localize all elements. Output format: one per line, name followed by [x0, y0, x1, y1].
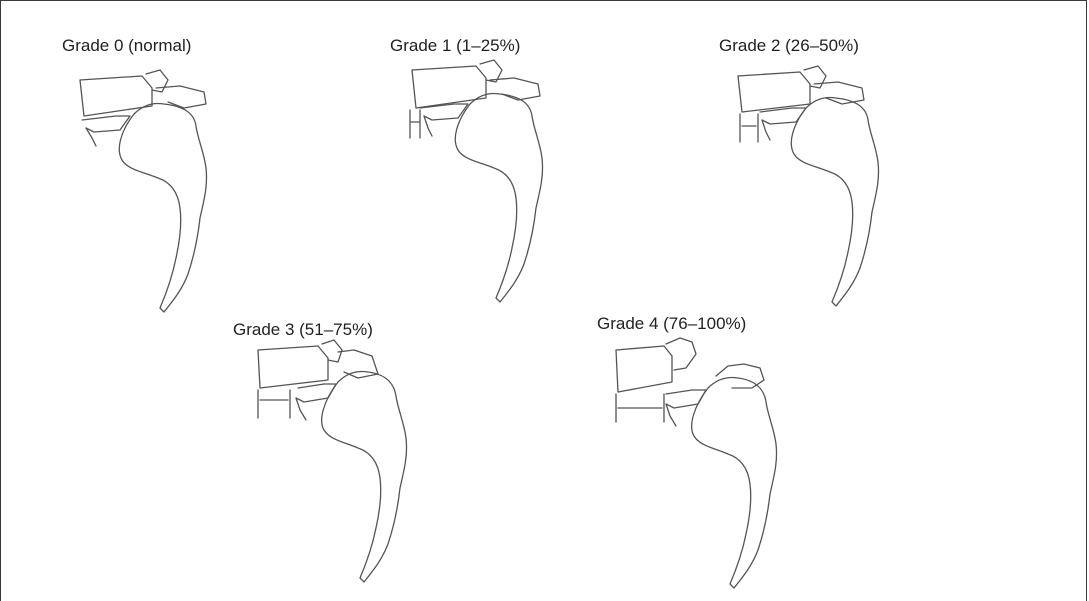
grade-1-spine-drawing	[409, 59, 544, 303]
grade-0-caption: Grade 0 (normal)	[62, 36, 192, 55]
grade-2-caption: Grade 2 (26–50%)	[719, 36, 859, 55]
grade-2-spine-drawing	[737, 65, 880, 307]
grade-4-spine-drawing	[615, 337, 778, 589]
grade-0-spine-drawing	[79, 69, 208, 313]
grade-3-caption: Grade 3 (51–75%)	[233, 320, 373, 339]
grade-3-spine-drawing	[257, 339, 408, 583]
grade-1-caption: Grade 1 (1–25%)	[390, 36, 521, 55]
grade-4-caption: Grade 4 (76–100%)	[597, 314, 747, 333]
